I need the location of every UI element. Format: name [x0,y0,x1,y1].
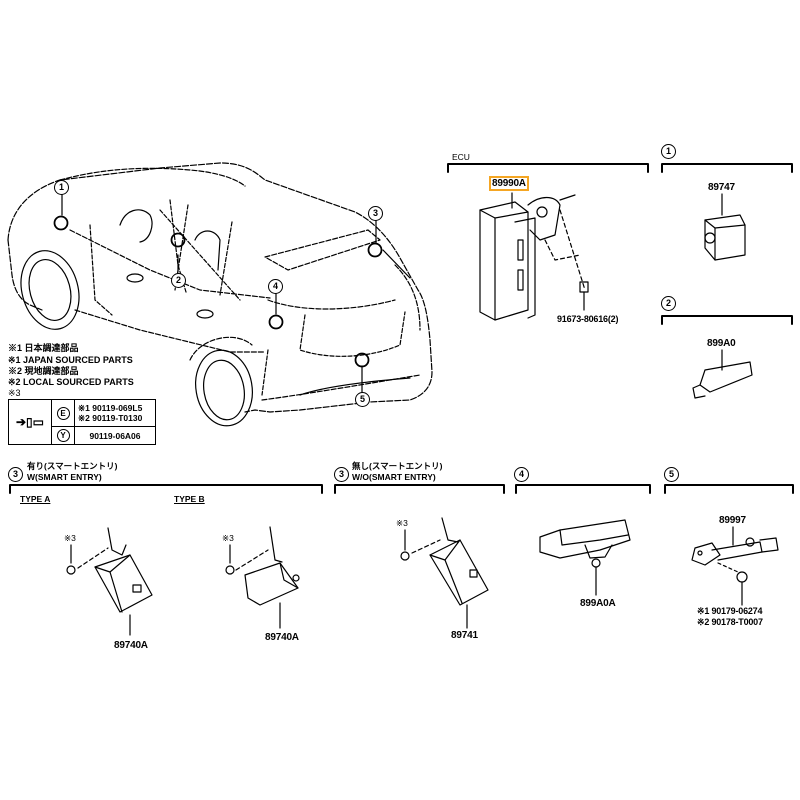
legend-line-3: ※2 現地調達部品 [8,366,79,376]
legend-line-2: ※1 JAPAN SOURCED PARTS [8,355,133,365]
ecu-section-title: ECU [452,152,470,162]
part-number-89741[interactable]: 89741 [451,630,478,641]
section-3a-title-en: W(SMART ENTRY) [27,472,102,482]
type-b-label: TYPE B [174,494,205,504]
part-number-90179-06274[interactable]: ※1 90179-06274 [697,606,763,616]
part-number-90178-T0007[interactable]: ※2 90178-T0007 [697,617,763,627]
part-89740A-type-a-drawing [66,527,153,636]
part-899A0-drawing [692,349,753,399]
type-b-note: ※3 [222,533,234,543]
part-number-899A0[interactable]: 899A0 [707,338,736,349]
car-marker-5: 5 [355,392,370,407]
section-3b-title-en: W/O(SMART ENTRY) [352,472,436,482]
section-3a-title-jp: 有り(スマートエントリ) [27,461,118,471]
part-89747-drawing [704,193,746,261]
part-89741-drawing [400,517,489,629]
section-3b-marker: 3 [334,467,349,482]
legend-line-5: ※3 [8,388,21,398]
part-89997-drawing [691,526,779,606]
section-2-marker: 2 [661,296,676,311]
ecu-drawing [479,192,589,321]
spec-part-1[interactable]: ※1 90119-069L5 [78,403,143,413]
car-marker-4: 4 [268,279,283,294]
car-marker-1: 1 [54,180,69,195]
part-number-ecu-screw[interactable]: 91673-80616(2) [557,314,619,324]
section-brackets [9,163,794,494]
car-marker-2: 2 [171,273,186,288]
hex-e-symbol: E [56,406,70,420]
fastener-spec-table: ➔▯▭ E ※1 90119-069L5 ※2 90119-T0130 Y 90… [8,399,156,445]
car-illustration [7,162,433,427]
legend-line-1: ※1 日本調達部品 [8,343,79,353]
part-89740A-type-b-drawing [225,526,300,629]
part-number-89740A-type-a[interactable]: 89740A [114,640,148,651]
spec-part-2[interactable]: ※2 90119-T0130 [78,413,143,423]
section-1-marker: 1 [661,144,676,159]
part-899A0A-drawing [539,519,631,596]
hex-y-symbol: Y [56,429,70,442]
part-number-89740A-type-b[interactable]: 89740A [265,632,299,643]
section-3b-note: ※3 [396,518,408,528]
part-number-89997[interactable]: 89997 [719,515,746,526]
section-3a-marker: 3 [8,467,23,482]
car-marker-3: 3 [368,206,383,221]
spec-part-3[interactable]: 90119-06A06 [74,426,156,445]
part-number-899A0A[interactable]: 899A0A [580,598,616,609]
bolt-icon: ➔▯▭ [8,399,52,445]
part-number-89747[interactable]: 89747 [708,182,735,193]
part-number-89990A[interactable]: 89990A [489,176,529,191]
legend-line-4: ※2 LOCAL SOURCED PARTS [8,377,134,387]
section-5-marker: 5 [664,467,679,482]
type-a-label: TYPE A [20,494,51,504]
section-4-marker: 4 [514,467,529,482]
section-3b-title-jp: 無し(スマートエントリ) [352,461,443,471]
type-a-note: ※3 [64,533,76,543]
